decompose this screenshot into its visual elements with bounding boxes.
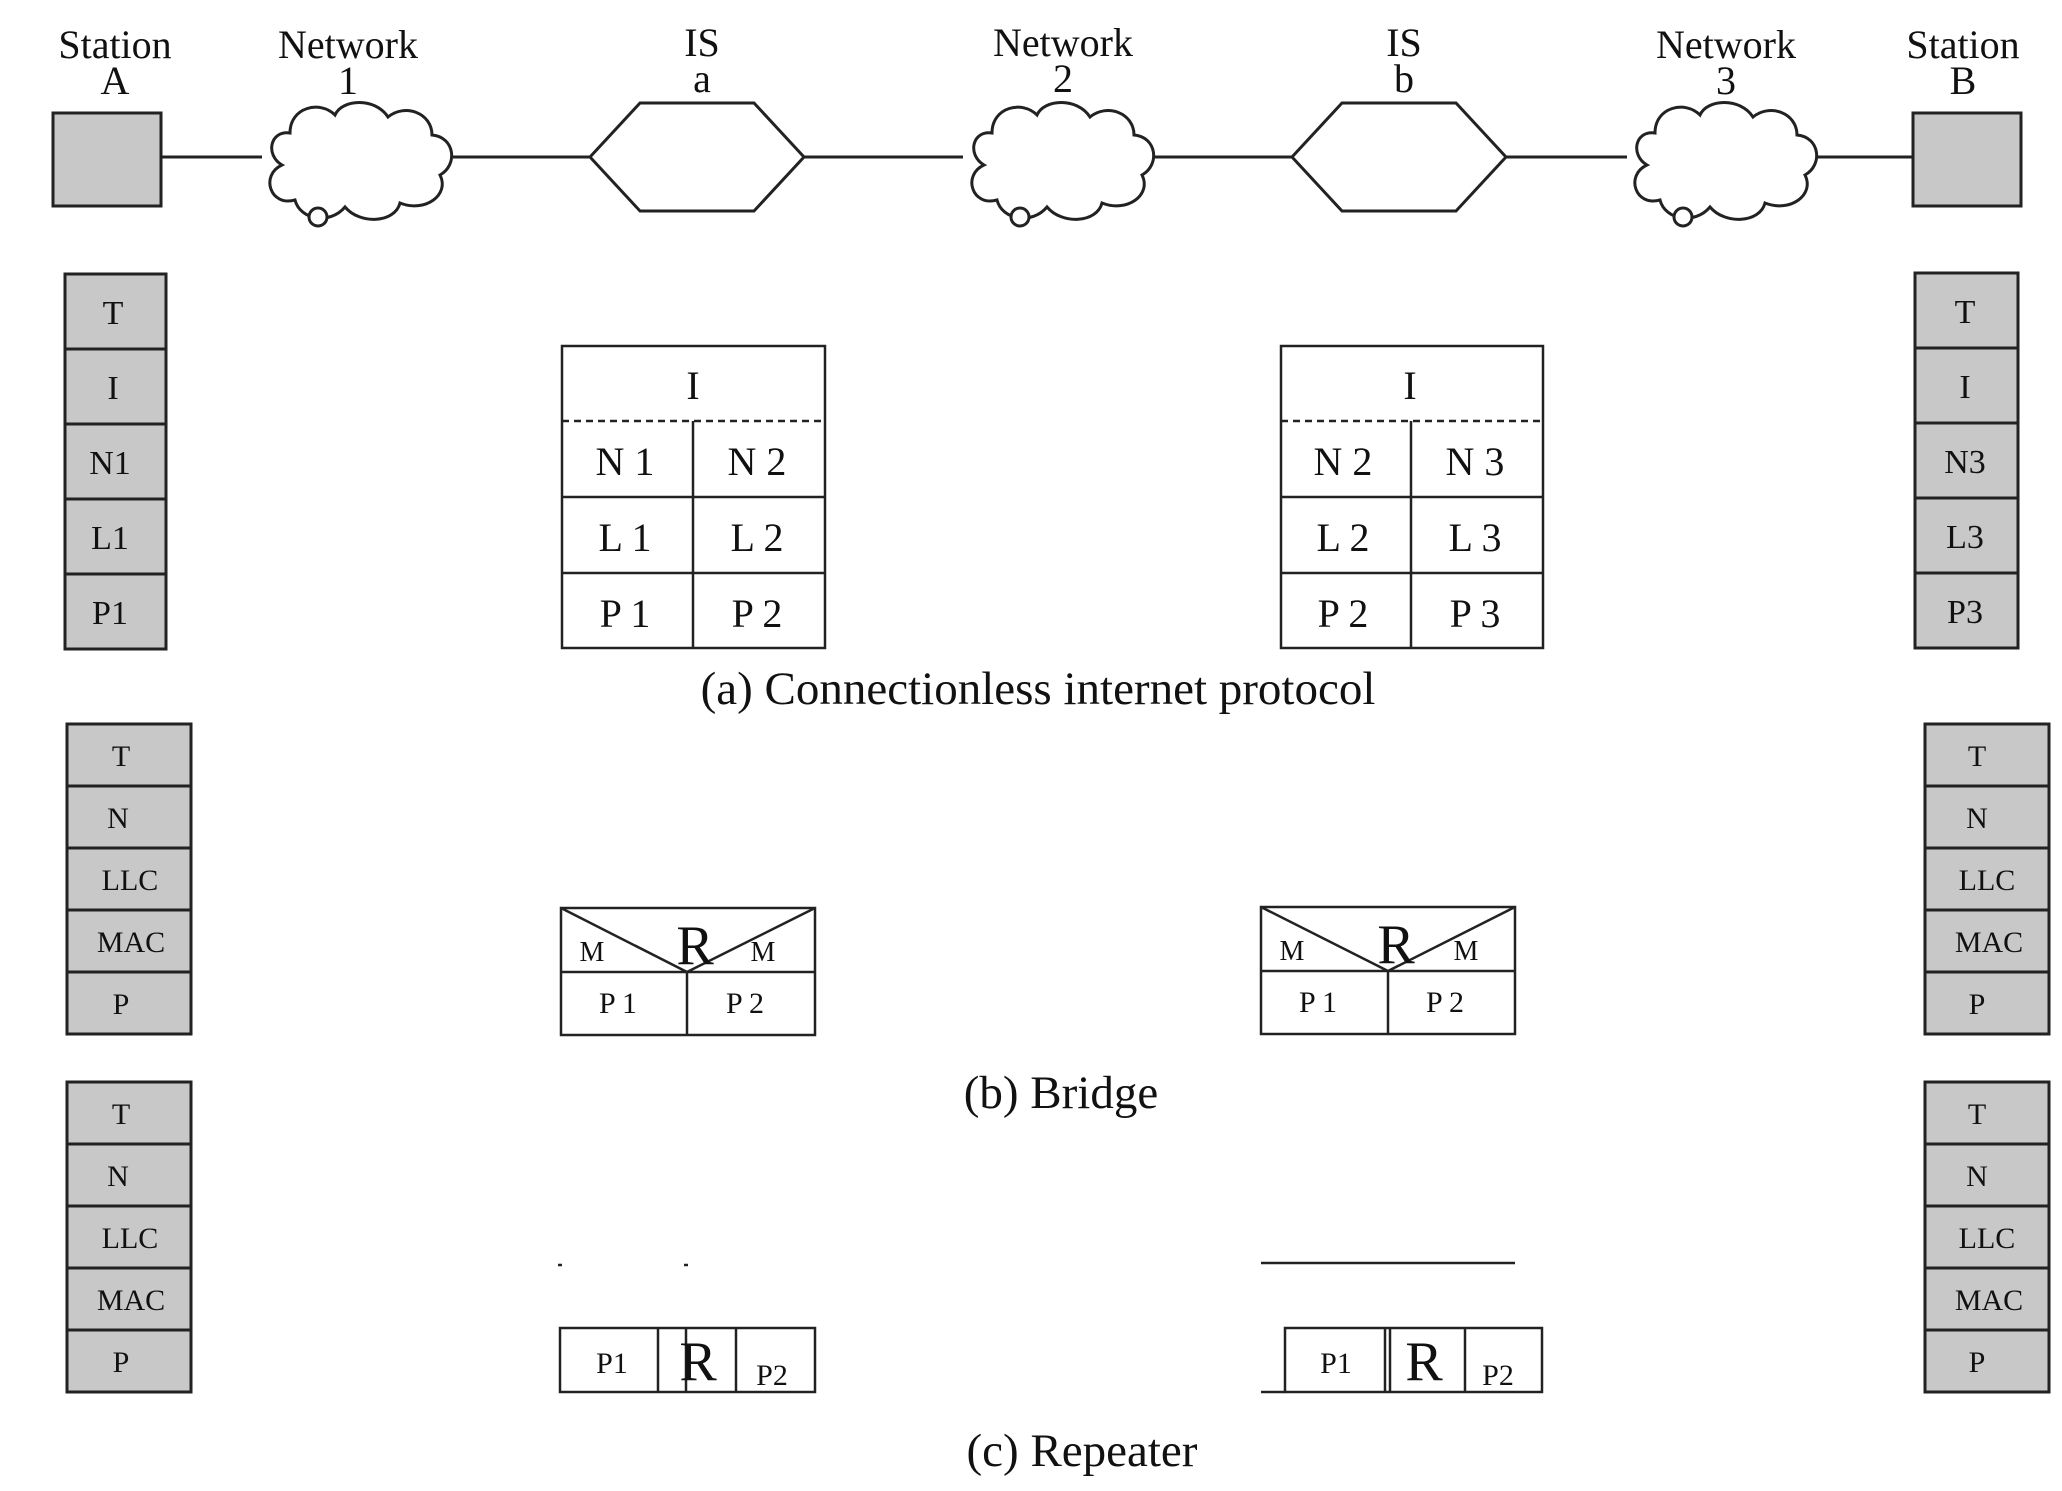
is-b-table-top: I [1403,363,1416,408]
section-a-station-a-stack [63,272,168,651]
a-stack-b-layer-3: L3 [1946,519,1984,556]
repeater-right-relay: R [1405,1331,1443,1393]
bridge-right-mac-left: M [1280,936,1305,967]
b-stack-a-layer-0: T [112,740,130,773]
section-b-station-a-stack [65,722,193,1036]
is-a-cell-0-0: N 1 [596,439,655,484]
network-1-number: 1 [338,58,358,103]
station-b-letter: B [1950,58,1977,103]
bridge-left-mac-left: M [580,937,605,968]
b-stack-a-layer-4: P [113,988,130,1021]
b-stack-b-layer-3: MAC [1955,926,2023,959]
network-3-cloud [1633,101,1819,228]
is-b-cell-2-0: P 2 [1318,591,1369,636]
bridge-left-mac-right: M [751,937,776,968]
network-2-cloud [970,101,1156,228]
bridge-right-mac-right: M [1454,936,1479,967]
bridge-left-box [559,906,817,1037]
bridge-right-phy-right: P 2 [1426,986,1464,1019]
is-a-cell-2-1: P 2 [732,591,783,636]
bridge-right-box [1259,905,1517,1036]
bridge-left-phy-left: P 1 [599,987,637,1020]
b-stack-a-layer-2: LLC [102,864,159,897]
c-stack-b-layer-0: T [1968,1098,1986,1131]
c-stack-a-layer-3: MAC [97,1284,165,1317]
is-a-letter: a [693,56,711,101]
section-c-station-b-stack [1923,1080,2051,1394]
c-stack-a-layer-2: LLC [102,1222,159,1255]
b-stack-b-layer-2: LLC [1959,864,2016,897]
a-stack-b-layer-2: N3 [1944,444,1986,481]
is-a-table-top: I [686,363,699,408]
c-stack-b-layer-4: P [1969,1346,1986,1379]
network-2-name: Network [993,20,1133,65]
is-b-router-table [1279,344,1545,650]
repeater-left-phy-left: P1 [596,1347,628,1380]
bridge-right-relay: R [1377,914,1415,976]
network-1-name: Network [278,22,418,67]
a-stack-a-layer-3: L1 [91,520,129,557]
section-a-station-b-stack [1913,271,2020,650]
repeater-right-phy-right: P2 [1482,1359,1514,1392]
repeater-left-relay: R [679,1331,717,1393]
a-stack-a-layer-2: N1 [89,445,131,482]
is-b-cell-1-0: L 2 [1317,515,1370,560]
station-a-letter: A [101,58,130,103]
c-stack-b-layer-2: LLC [1959,1222,2016,1255]
network-2-number: 2 [1053,56,1073,101]
b-stack-b-layer-4: P [1969,988,1986,1021]
is-b-name: IS [1386,20,1422,65]
is-a-cell-0-1: N 2 [728,439,787,484]
caption-a: (a) Connectionless internet protocol [701,663,1376,715]
a-stack-b-layer-4: P3 [1947,594,1983,631]
is-b-cell-0-0: N 2 [1314,439,1373,484]
station-b-name: Station [1906,22,2019,67]
b-stack-b-layer-1: N [1966,802,1988,835]
bridge-left-phy-right: P 2 [726,987,764,1020]
c-stack-a-layer-0: T [112,1098,130,1131]
c-stack-a-layer-4: P [113,1346,130,1379]
a-stack-b-layer-0: T [1955,294,1976,331]
is-a-cell-1-0: L 1 [599,515,652,560]
a-stack-a-layer-0: T [103,295,124,332]
station-b-box [1911,111,2023,208]
a-stack-b-layer-1: I [1959,369,1970,406]
a-stack-a-layer-1: I [107,370,118,407]
is-a-name: IS [684,20,720,65]
network-3-number: 3 [1716,58,1736,103]
caption-b: (b) Bridge [964,1067,1158,1119]
b-stack-b-layer-0: T [1968,740,1986,773]
c-stack-b-layer-3: MAC [1955,1284,2023,1317]
station-a-box [51,111,163,208]
is-b-letter: b [1394,56,1414,101]
repeater-left-box [558,1263,817,1394]
repeater-left-phy-right: P2 [756,1359,788,1392]
c-stack-b-layer-1: N [1966,1160,1988,1193]
is-a-cell-2-0: P 1 [600,591,651,636]
section-b-station-b-stack [1923,722,2051,1036]
is-b-cell-0-1: N 3 [1446,439,1505,484]
station-a-name: Station [58,22,171,67]
is-a-router-table [560,344,827,650]
caption-c: (c) Repeater [967,1425,1198,1477]
repeater-right-box [1261,1261,1544,1394]
a-stack-a-layer-4: P1 [92,595,128,632]
network-3-name: Network [1656,22,1796,67]
bridge-left-relay: R [676,915,714,977]
b-stack-a-layer-1: N [107,802,129,835]
bridge-right-phy-left: P 1 [1299,986,1337,1019]
section-c-station-a-stack [65,1080,193,1394]
is-b-cell-2-1: P 3 [1450,591,1501,636]
network-1-cloud [268,101,454,228]
is-b-hexagon [1289,101,1509,213]
b-stack-a-layer-3: MAC [97,926,165,959]
repeater-right-phy-left: P1 [1320,1347,1352,1380]
is-a-hexagon [587,101,807,213]
is-b-cell-1-1: L 3 [1449,515,1502,560]
c-stack-a-layer-1: N [107,1160,129,1193]
is-a-cell-1-1: L 2 [731,515,784,560]
